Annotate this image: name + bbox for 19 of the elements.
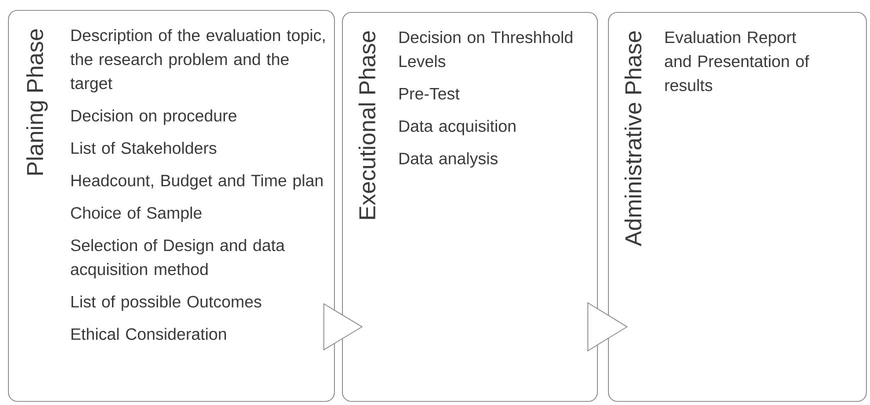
list-item: Data analysis — [400, 152, 498, 168]
list-item: Choice of Sample — [71, 206, 202, 222]
phase-box — [608, 12, 867, 402]
list-item: List of Stakeholders — [72, 142, 216, 154]
list-item: Pre-Test — [400, 88, 460, 100]
list-item: Evaluation Report and Presentation of results — [664, 31, 810, 92]
list-item: Headcount, Budget and Time plan — [72, 174, 323, 190]
phase-box — [8, 10, 335, 402]
list-item: Description of the evaluation topic, the research problem and the target — [70, 29, 325, 92]
list-item: Decision on Threshhold Levels — [400, 31, 572, 68]
phase-heading: Planing Phase — [26, 29, 48, 175]
phase-heading: Administrative Phase — [624, 31, 642, 246]
list-item: Decision on procedure — [72, 109, 236, 125]
list-item: Selection of Design and data acquisition method — [70, 239, 285, 278]
phase-heading: Executional Phase — [358, 31, 376, 219]
list-item: List of possible Outcomes — [72, 295, 262, 311]
list-item: Ethical Consideration — [72, 328, 226, 340]
list-item: Data acquisition — [400, 120, 516, 136]
phase-box — [342, 12, 598, 402]
